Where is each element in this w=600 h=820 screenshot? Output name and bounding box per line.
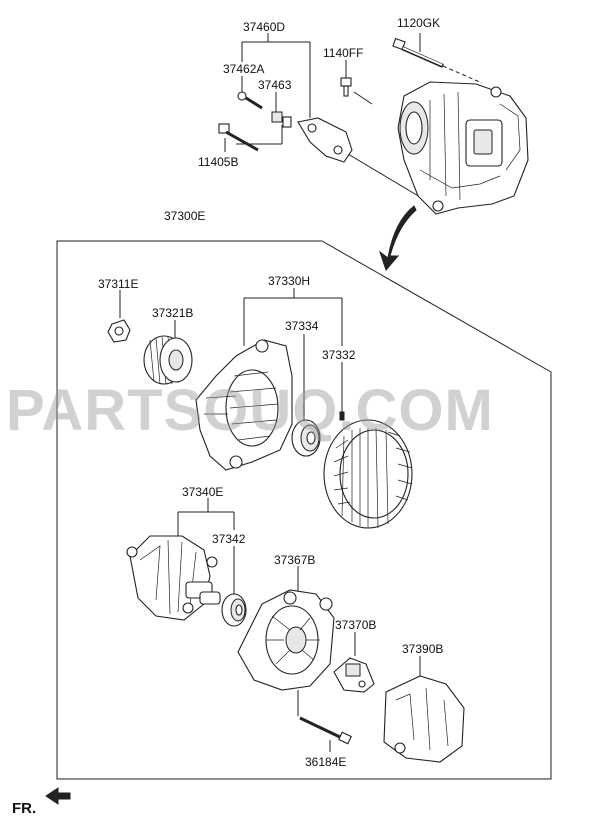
- bolt-11405b: [218, 123, 259, 152]
- regulator-37370b: [333, 657, 375, 693]
- label-37300e: 37300E: [164, 209, 205, 223]
- front-direction-arrow-icon: [45, 787, 71, 805]
- rear-cover-37390b: [383, 675, 465, 763]
- rear-bracket-37367b: [237, 589, 335, 691]
- label-36184e: 36184E: [305, 755, 346, 769]
- screw-1140ff: [340, 77, 352, 97]
- alternator-assembly: [397, 81, 529, 215]
- bearing-37342: [221, 593, 247, 627]
- bracket-37460d: [297, 117, 353, 163]
- label-37342: 37342: [212, 532, 246, 546]
- label-37462a: 37462A: [223, 62, 264, 76]
- label-37340e: 37340E: [182, 485, 223, 499]
- label-1120gk: 1120GK: [397, 16, 440, 30]
- bolt-36184e: [299, 716, 352, 745]
- label-1140ff: 1140FF: [323, 46, 363, 60]
- label-37332: 37332: [322, 348, 356, 362]
- label-37370b: 37370B: [335, 618, 376, 632]
- label-37367b: 37367B: [274, 553, 315, 567]
- bush-37463: [271, 111, 292, 128]
- pulley-37321b: [143, 335, 193, 385]
- label-37321b: 37321B: [152, 306, 193, 320]
- label-11405b: 11405B: [198, 155, 238, 169]
- stator: [323, 419, 413, 529]
- front-direction-label: FR.: [12, 800, 36, 817]
- bolt-37462a: [237, 91, 263, 110]
- part-labels: 37460D 1120GK 37462A 1140FF 37463 11405B…: [98, 16, 443, 769]
- front-bracket-37330h: [195, 339, 293, 471]
- bolt-1120gk: [392, 37, 483, 84]
- label-37463: 37463: [258, 78, 292, 92]
- label-37330h: 37330H: [268, 274, 310, 288]
- nut-37311e: [107, 319, 131, 343]
- rotor-37340e: [126, 535, 221, 621]
- bearing-37334: [291, 419, 321, 457]
- bracket-group-leaders: [224, 33, 426, 201]
- label-37334: 37334: [285, 319, 319, 333]
- label-37460d: 37460D: [243, 20, 285, 34]
- label-37390b: 37390B: [402, 642, 443, 656]
- assembly-arrow: [379, 205, 417, 271]
- assembly-leaders: [119, 288, 421, 752]
- watermark: PARTSOUQ.COM: [6, 378, 494, 443]
- screw-37332: [339, 411, 345, 421]
- label-37311e: 37311E: [98, 277, 138, 291]
- assembly-outline: [56, 240, 552, 780]
